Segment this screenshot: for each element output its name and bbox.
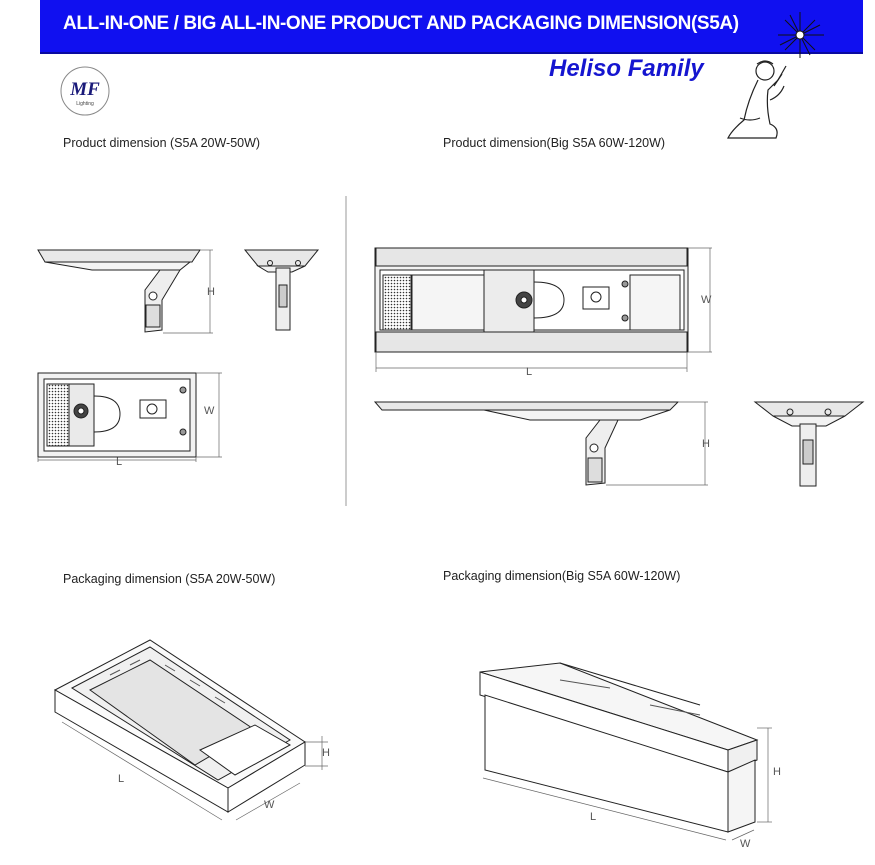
label-product-small: Product dimension (S5A 20W-50W) [63, 136, 261, 150]
dim-H-big-side: H [702, 438, 710, 450]
dim-W-big: W [701, 294, 712, 306]
small-top-view [37, 372, 197, 458]
dim-W-small: W [204, 405, 215, 417]
big-top-view [374, 247, 689, 353]
logo-letters: MF [69, 79, 100, 100]
dim-L-small: L [116, 456, 122, 468]
dim-W-pack-small: W [264, 799, 275, 811]
dim-H-pack-big: H [773, 766, 781, 778]
small-side-H [163, 249, 213, 334]
family-name: Heliso Family [549, 55, 704, 82]
label-pack-small: Packaging dimension (S5A 20W-50W) [63, 572, 276, 586]
label-pack-big: Packaging dimension(Big S5A 60W-120W) [443, 569, 681, 583]
dim-W-pack-big: W [740, 838, 751, 850]
dim-L-pack-small: L [118, 773, 124, 785]
big-package-dims [482, 727, 772, 841]
small-package-box [53, 639, 306, 813]
praying-figure-icon [727, 60, 787, 139]
big-side-view [373, 401, 680, 486]
small-package-dims [61, 721, 328, 821]
dim-H-pack-small: H [322, 747, 330, 759]
big-package-box [479, 662, 759, 833]
dim-H-small-side: H [207, 286, 215, 298]
dim-L-pack-big: L [590, 811, 596, 823]
logo-sub: Lighting [76, 101, 94, 107]
big-front-view [753, 401, 865, 487]
big-top-dims [375, 247, 712, 372]
dim-L-big: L [526, 366, 532, 378]
header-banner: ALL-IN-ONE / BIG ALL-IN-ONE PRODUCT AND … [40, 0, 863, 54]
mf-logo-icon: MF Lighting [60, 66, 110, 116]
small-top-dims [37, 372, 222, 462]
label-product-big: Product dimension(Big S5A 60W-120W) [443, 136, 666, 150]
small-front-view [243, 249, 320, 331]
sparkle-icon [778, 12, 824, 58]
small-side-view [37, 249, 201, 333]
big-side-H [606, 401, 708, 486]
page-title: ALL-IN-ONE / BIG ALL-IN-ONE PRODUCT AND … [63, 13, 739, 34]
